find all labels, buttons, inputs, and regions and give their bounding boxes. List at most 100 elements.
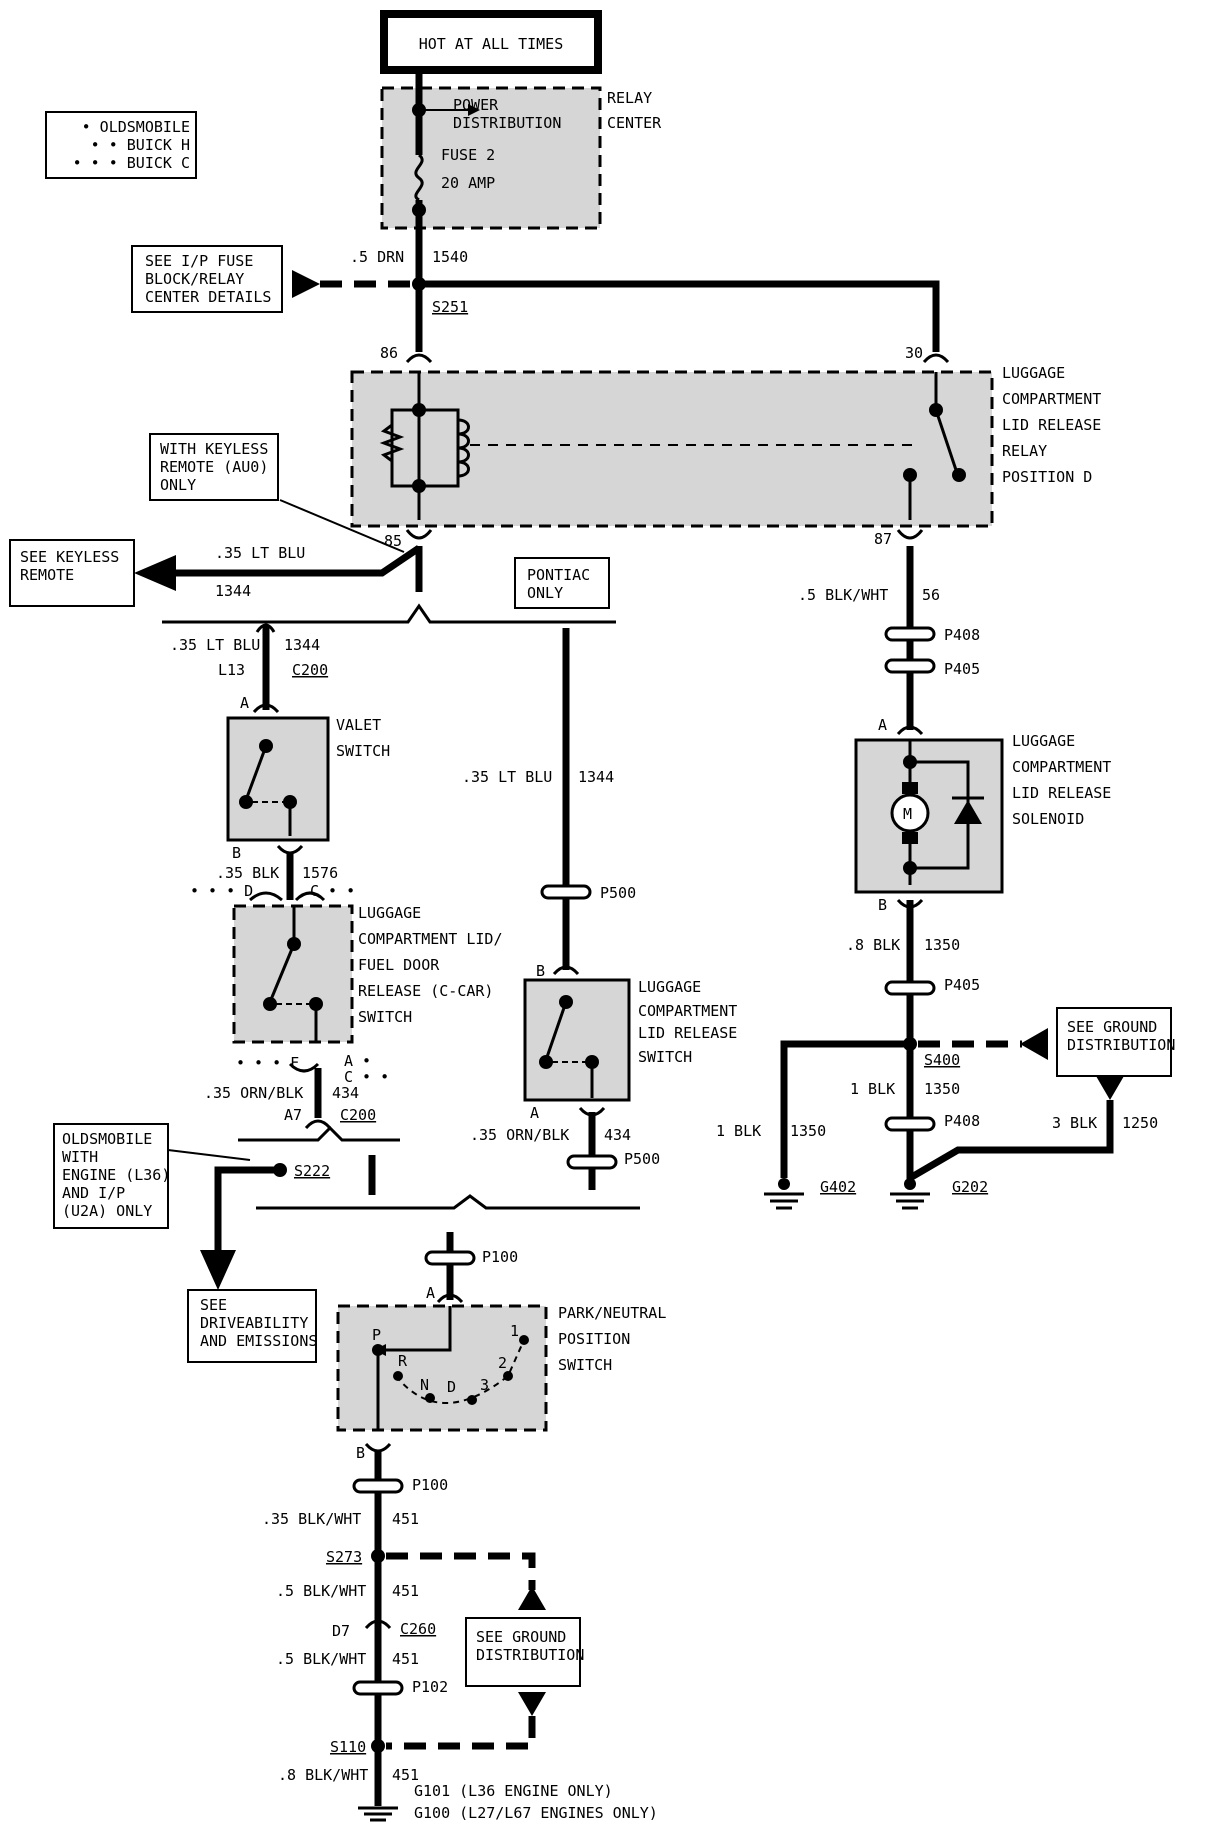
pontiac-only-box (514, 557, 610, 609)
svg-text:.5 BLK/WHT: .5 BLK/WHT (276, 1582, 366, 1600)
svg-text:SEE GROUND: SEE GROUND (476, 1628, 566, 1646)
svg-text:434: 434 (604, 1126, 631, 1144)
s222-oldsmobile: OLDSMOBILE WITH ENGINE (L36) AND I/P (U2… (53, 1123, 640, 1363)
svg-text:P500: P500 (600, 884, 636, 902)
svg-text:ENGINE (L36): ENGINE (L36) (62, 1166, 170, 1184)
svg-text:.8 BLK: .8 BLK (846, 936, 900, 954)
svg-text:PARK/NEUTRAL: PARK/NEUTRAL (558, 1304, 666, 1322)
svg-text:B: B (232, 844, 241, 862)
svg-text:COMPARTMENT: COMPARTMENT (638, 1002, 737, 1020)
svg-text:3 BLK: 3 BLK (1052, 1114, 1097, 1132)
svg-text:451: 451 (392, 1766, 419, 1784)
svg-text:1 BLK: 1 BLK (850, 1080, 895, 1098)
svg-text:C200: C200 (340, 1106, 376, 1124)
svg-text:SEE KEYLESS: SEE KEYLESS (20, 548, 119, 566)
valet-switch: .35 LT BLU 1344 L13 C200 A VALET SWITCH … (170, 623, 390, 900)
svg-text:LID RELEASE: LID RELEASE (638, 1024, 737, 1042)
svg-text:434: 434 (332, 1084, 359, 1102)
svg-text:S400: S400 (924, 1051, 960, 1069)
svg-text:SWITCH: SWITCH (638, 1048, 692, 1066)
svg-text:451: 451 (392, 1650, 419, 1668)
svg-text:1576: 1576 (302, 864, 338, 882)
svg-text:C200: C200 (292, 661, 328, 679)
svg-text:LID RELEASE: LID RELEASE (1012, 784, 1111, 802)
svg-text:.35 LT BLU: .35 LT BLU (462, 768, 552, 786)
svg-text:.35 LT BLU: .35 LT BLU (170, 636, 260, 654)
relay-center-label-2: CENTER (607, 114, 662, 132)
svg-text:1344: 1344 (215, 582, 251, 600)
svg-text:• • • F: • • • F (236, 1054, 299, 1072)
power-dist-label-1: POWER (453, 96, 499, 114)
svg-text:LUGGAGE: LUGGAGE (638, 978, 701, 996)
svg-text:P102: P102 (412, 1678, 448, 1696)
svg-text:DRIVEABILITY: DRIVEABILITY (200, 1314, 308, 1332)
svg-text:POSITION D: POSITION D (1002, 468, 1092, 486)
relay-center-fuse: POWER DISTRIBUTION RELAY CENTER FUSE 2 2… (380, 70, 662, 230)
svg-text:D7: D7 (332, 1622, 350, 1640)
hot-at-all-times-box (380, 10, 602, 74)
svg-text:A: A (878, 716, 887, 734)
svg-text:COMPARTMENT: COMPARTMENT (1002, 390, 1101, 408)
svg-text:1350: 1350 (924, 936, 960, 954)
option-brace (162, 603, 616, 624)
svg-text:A: A (426, 1284, 435, 1302)
splice-s251: S251 (432, 298, 468, 316)
svg-text:A: A (530, 1104, 539, 1122)
svg-text:LUGGAGE: LUGGAGE (358, 904, 421, 922)
svg-text:BLOCK/RELAY: BLOCK/RELAY (145, 270, 244, 288)
svg-text:SEE GROUND: SEE GROUND (1067, 1018, 1157, 1036)
fuse-rating-label: 20 AMP (441, 174, 495, 192)
svg-text:M: M (903, 805, 912, 823)
pontiac-trunk-switch: .35 LT BLU 1344 P500 B LUGGAGE COMPARTME… (462, 628, 737, 1190)
svg-text:A •: A • (344, 1052, 371, 1070)
ground-chain: B P100 .35 BLK/WHT 451 S273 .5 BLK/WHT 4… (262, 1442, 658, 1822)
svg-text:.35 LT BLU: .35 LT BLU (215, 544, 305, 562)
fuel-door-switch: • • • D C • • LUGGAGE COMPARTMENT LID/ F… (190, 882, 503, 1130)
svg-text:WITH: WITH (62, 1148, 98, 1166)
pontiac-label: PONTIAC (527, 566, 590, 584)
svg-text:P: P (372, 1326, 381, 1344)
wire-1540-to-30 (419, 280, 940, 352)
svg-text:RELAY: RELAY (1002, 442, 1047, 460)
svg-text:1: 1 (510, 1322, 519, 1340)
relay-center-label-1: RELAY (607, 89, 652, 107)
svg-text:LUGGAGE: LUGGAGE (1002, 364, 1065, 382)
svg-text:LUGGAGE: LUGGAGE (1012, 732, 1075, 750)
svg-text:S273: S273 (326, 1548, 362, 1566)
svg-text:1350: 1350 (790, 1122, 826, 1140)
pontiac-only-label: ONLY (527, 584, 563, 602)
svg-text:.8 BLK/WHT: .8 BLK/WHT (278, 1766, 368, 1784)
svg-text:G100 (L27/L67 ENGINES ONLY): G100 (L27/L67 ENGINES ONLY) (414, 1804, 658, 1822)
legend-oldsmobile: • OLDSMOBILE (82, 118, 190, 136)
svg-text:451: 451 (392, 1510, 419, 1528)
svg-text:LID RELEASE: LID RELEASE (1002, 416, 1101, 434)
svg-text:30: 30 (905, 344, 923, 362)
svg-text:C • •: C • • (310, 882, 355, 900)
svg-text:.35 ORN/BLK: .35 ORN/BLK (470, 1126, 569, 1144)
svg-text:A: A (240, 694, 249, 712)
svg-text:RELEASE (C-CAR): RELEASE (C-CAR) (358, 982, 493, 1000)
svg-text:SWITCH: SWITCH (558, 1356, 612, 1374)
svg-text:G202: G202 (952, 1178, 988, 1196)
svg-text:B: B (356, 1444, 365, 1462)
svg-text:P405: P405 (944, 660, 980, 678)
svg-text:COMPARTMENT: COMPARTMENT (1012, 758, 1111, 776)
see-ip-fuse-block-box: SEE I/P FUSE BLOCK/RELAY CENTER DETAILS (131, 245, 320, 313)
svg-text:1344: 1344 (578, 768, 614, 786)
svg-text:1344: 1344 (284, 636, 320, 654)
svg-text:AND EMISSIONS: AND EMISSIONS (200, 1332, 317, 1350)
svg-text:SWITCH: SWITCH (336, 742, 390, 760)
svg-text:FUEL DOOR: FUEL DOOR (358, 956, 440, 974)
svg-text:G101 (L36 ENGINE ONLY): G101 (L36 ENGINE ONLY) (414, 1782, 613, 1800)
svg-text:1250: 1250 (1122, 1114, 1158, 1132)
svg-text:.35 BLK: .35 BLK (216, 864, 279, 882)
svg-text:86: 86 (380, 344, 398, 362)
power-dist-label-2: DISTRIBUTION (453, 114, 561, 132)
svg-text:.35 ORN/BLK: .35 ORN/BLK (204, 1084, 303, 1102)
hot-label: HOT AT ALL TIMES (419, 35, 564, 53)
svg-text:SWITCH: SWITCH (358, 1008, 412, 1026)
svg-text:SOLENOID: SOLENOID (1012, 810, 1084, 828)
svg-text:DISTRIBUTION: DISTRIBUTION (1067, 1036, 1175, 1054)
svg-text:C260: C260 (400, 1620, 436, 1638)
wire-1540-size: .5 DRN (350, 248, 404, 266)
